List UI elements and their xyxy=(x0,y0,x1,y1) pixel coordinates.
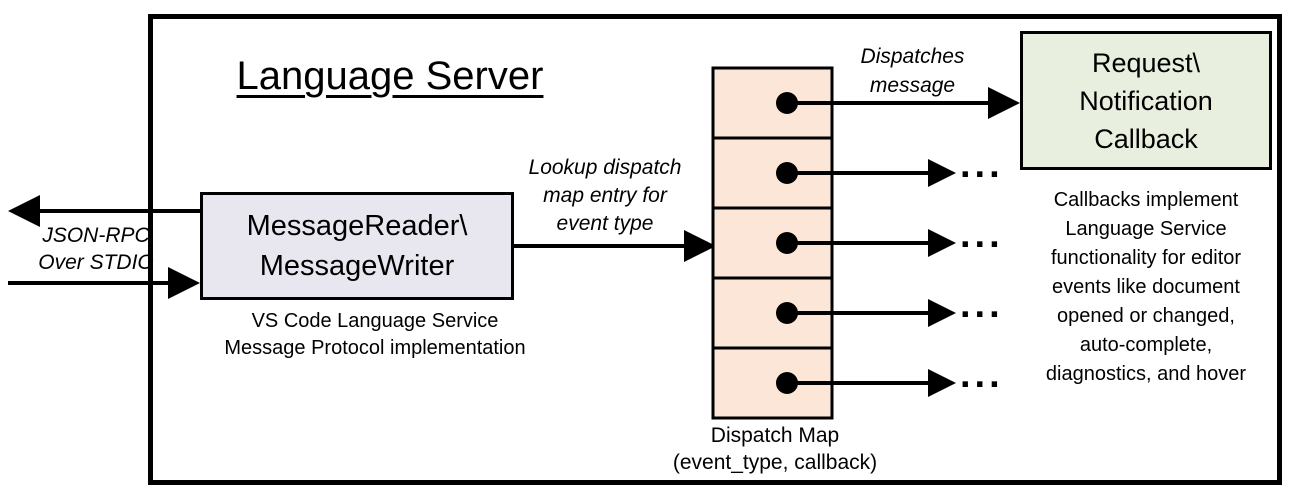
message-reader-writer-box: MessageReader\ MessageWriter xyxy=(200,192,514,300)
arrowhead-left-icon xyxy=(8,195,40,227)
callback-box-line: Notification xyxy=(1079,85,1213,116)
ellipsis-row-5: ... xyxy=(960,354,1004,396)
arrow-stdio-out xyxy=(8,195,200,227)
json-rpc-stdio-label-line: Over STDIO xyxy=(38,251,154,274)
dispatches-message-label-line: message xyxy=(869,74,956,97)
ellipsis-row-3: ... xyxy=(960,214,1004,256)
json-rpc-stdio-label-line: JSON-RPC xyxy=(42,224,150,247)
dispatch-map-cell xyxy=(711,276,834,350)
dispatches-message-label-line: Dispatches xyxy=(860,45,965,68)
arrow-stdio-in xyxy=(8,267,200,299)
dispatch-map-label-line: (event_type, callback) xyxy=(672,451,878,474)
callbacks-note-line: Callbacks implement xyxy=(1053,189,1239,211)
arrowhead-right-icon xyxy=(168,267,200,299)
arrow-dispatch-row-4 xyxy=(776,299,956,327)
message-box-line: MessageWriter xyxy=(259,250,455,282)
callbacks-note-line: opened or changed, xyxy=(1057,305,1235,327)
message-box-line: MessageReader\ xyxy=(246,210,468,242)
request-notification-callback-box: Request\ Notification Callback xyxy=(1020,31,1272,170)
json-rpc-stdio-label: JSON-RPC Over STDIO xyxy=(10,222,182,276)
message-box-caption: VS Code Language Service Message Protoco… xyxy=(190,308,560,362)
ellipsis-row-2: ... xyxy=(960,144,1004,186)
arrowhead-right-icon xyxy=(928,229,956,257)
lookup-dispatch-label-line: Lookup dispatch xyxy=(528,156,682,179)
arrowhead-right-icon xyxy=(684,230,716,262)
arrow-dispatch-row-2 xyxy=(776,159,956,187)
callbacks-note-line: functionality for editor xyxy=(1050,247,1242,269)
lookup-dispatch-label-line: event type xyxy=(556,212,654,235)
arrowhead-right-icon xyxy=(928,299,956,327)
dispatch-map-label-line: Dispatch Map xyxy=(710,424,840,447)
diagram-title: Language Server xyxy=(236,54,544,98)
message-box-caption-line: Message Protocol implementation xyxy=(224,337,526,359)
arrow-lookup xyxy=(514,230,716,262)
ellipsis-row-4: ... xyxy=(960,284,1004,326)
callbacks-note-line: diagnostics, and hover xyxy=(1045,363,1247,385)
dispatch-map-label: Dispatch Map (event_type, callback) xyxy=(650,422,900,476)
callbacks-note-line: Language Service xyxy=(1065,218,1227,240)
arrowhead-right-icon xyxy=(988,87,1020,119)
message-box-caption-line: VS Code Language Service xyxy=(251,310,499,332)
lookup-dispatch-label-line: map entry for xyxy=(543,184,667,207)
dispatches-message-label: Dispatches message xyxy=(835,42,990,100)
callbacks-note-line: events like document xyxy=(1052,276,1240,298)
arrowhead-right-icon xyxy=(928,159,956,187)
arrow-dispatch-row-5 xyxy=(776,369,956,397)
arrowhead-right-icon xyxy=(928,369,956,397)
callback-box-line: Request\ xyxy=(1091,47,1201,78)
callbacks-note: Callbacks implement Language Service fun… xyxy=(1008,186,1284,389)
arrow-dispatch-row-1 xyxy=(776,87,1020,119)
arrow-dispatch-row-3 xyxy=(776,229,956,257)
lookup-dispatch-label: Lookup dispatch map entry for event type xyxy=(515,154,695,238)
callback-box-line: Callback xyxy=(1094,123,1198,154)
callbacks-note-line: auto-complete, xyxy=(1079,334,1213,356)
language-server-outer-box xyxy=(148,14,1282,485)
